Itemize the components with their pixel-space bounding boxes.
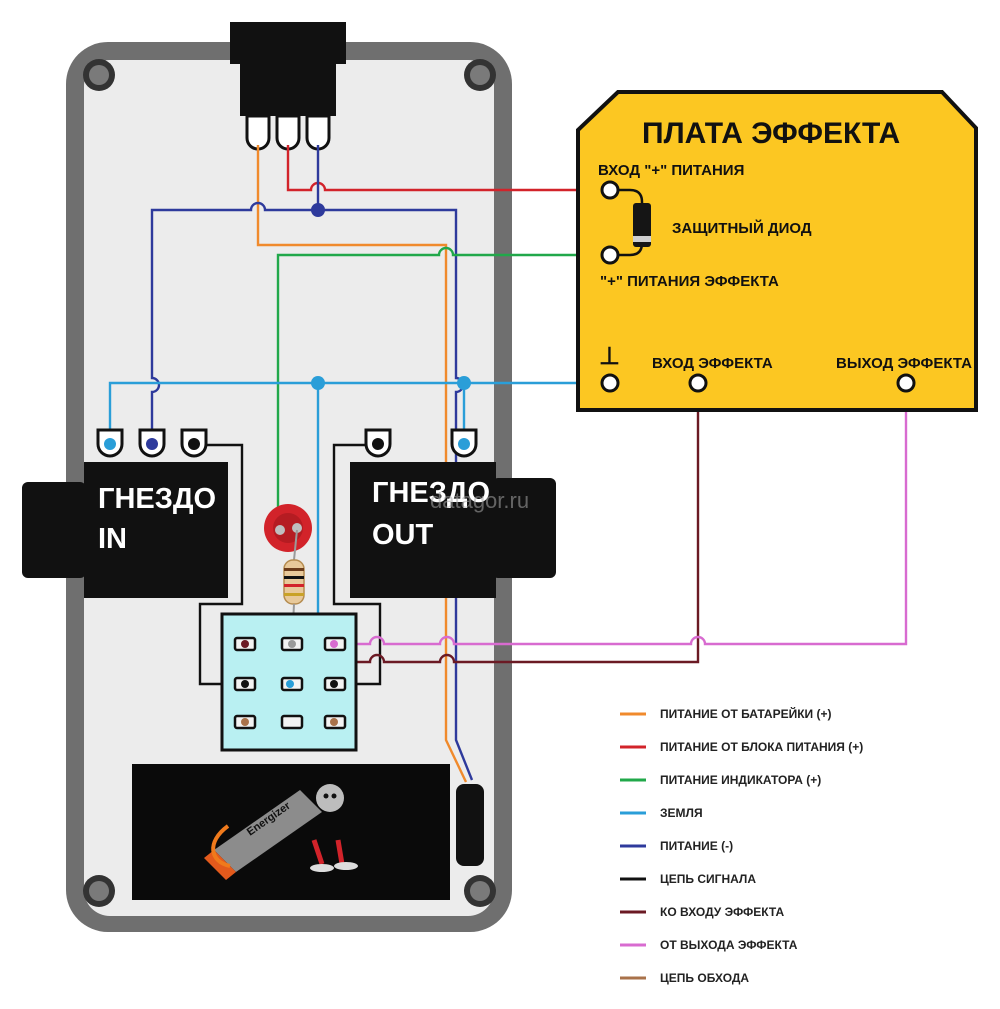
junction-dot xyxy=(457,376,471,390)
led-icon xyxy=(264,504,312,552)
effect-board xyxy=(576,90,978,412)
legend-label: ОТ ВЫХОДА ЭФФЕКТА xyxy=(660,938,798,952)
pad-power-in xyxy=(600,180,620,200)
junction-dot xyxy=(311,203,325,217)
pad-power-out xyxy=(600,245,620,265)
jack-out xyxy=(350,428,496,598)
board-effect-out-label: ВЫХОД ЭФФЕКТА xyxy=(836,355,972,372)
board-effect-in-label: ВХОД ЭФФЕКТА xyxy=(652,355,773,372)
wire-signal xyxy=(198,443,382,686)
pad-effect-out xyxy=(896,373,916,393)
legend-item: ПИТАНИЕ (-) xyxy=(620,839,733,853)
legend-item: ПИТАНИЕ ОТ БЛОКА ПИТАНИЯ (+) xyxy=(620,740,863,754)
legend-label: ПИТАНИЕ ОТ БАТАРЕЙКИ (+) xyxy=(660,706,832,721)
jack-out-label-line2: OUT xyxy=(372,519,434,551)
legend-item: ЦЕПЬ ОБХОДА xyxy=(620,971,749,985)
legend-label: ЗЕМЛЯ xyxy=(660,806,703,820)
board-diode-label: ЗАЩИТНЫЙ ДИОД xyxy=(672,219,812,237)
jack-in-label-line1: ГНЕЗДО xyxy=(98,483,216,515)
legend-item: ЦЕПЬ СИГНАЛА xyxy=(620,872,756,886)
enclosure-inner xyxy=(84,60,494,916)
legend-item: ПИТАНИЕ ОТ БАТАРЕЙКИ (+) xyxy=(620,706,832,721)
jack-out-label-line1: ГНЕЗДО xyxy=(372,477,490,509)
dc-jack-pins xyxy=(245,114,331,151)
jack-in-sleeve xyxy=(22,482,86,578)
dc-jack-housing xyxy=(240,60,336,116)
legend-item: ПИТАНИЕ ИНДИКАТОРА (+) xyxy=(620,773,821,787)
legend-item: ОТ ВЫХОДА ЭФФЕКТА xyxy=(620,938,798,952)
jack-out-sleeve xyxy=(492,478,556,578)
legend-label: ПИТАНИЕ ОТ БЛОКА ПИТАНИЯ (+) xyxy=(660,740,863,754)
wire-indicator xyxy=(276,246,610,528)
legend-label: ПИТАНИЕ ИНДИКАТОРА (+) xyxy=(660,773,821,787)
legend: ПИТАНИЕ ОТ БАТАРЕЙКИ (+) ПИТАНИЕ ОТ БЛОКА… xyxy=(620,706,863,985)
screw-icon xyxy=(83,875,115,907)
legend-label: КО ВХОДУ ЭФФЕКТА xyxy=(660,905,784,919)
junction-dot xyxy=(311,376,325,390)
diode-icon xyxy=(612,188,651,257)
board-ground-symbol: ⊥ xyxy=(599,343,620,370)
legend-item: КО ВХОДУ ЭФФЕКТА xyxy=(620,905,784,919)
dc-jack-body xyxy=(230,22,346,64)
wire-to-effect xyxy=(242,380,700,664)
pad-ground xyxy=(600,373,620,393)
legend-label: ПИТАНИЕ (-) xyxy=(660,839,733,853)
jack-in-label-line2: IN xyxy=(98,523,127,555)
wire-from-effect xyxy=(334,380,908,646)
board-title: ПЛАТА ЭФФЕКТА xyxy=(642,117,900,150)
resistor-icon xyxy=(283,529,305,645)
board-power-in-label: ВХОД "+" ПИТАНИЯ xyxy=(598,162,744,179)
legend-label: ЦЕПЬ ОБХОДА xyxy=(660,971,749,985)
jack-in xyxy=(84,428,228,598)
pad-effect-in xyxy=(688,373,708,393)
legend-label: ЦЕПЬ СИГНАЛА xyxy=(660,872,756,886)
legend-item: ЗЕМЛЯ xyxy=(620,806,703,820)
board-power-out-label: "+" ПИТАНИЯ ЭФФЕКТА xyxy=(600,273,779,290)
screw-icon xyxy=(83,59,115,91)
battery-clip xyxy=(456,784,484,866)
screw-icon xyxy=(464,59,496,91)
screw-icon xyxy=(464,875,496,907)
battery-logo-icon xyxy=(204,784,358,880)
watermark: datagor.ru xyxy=(430,488,529,513)
